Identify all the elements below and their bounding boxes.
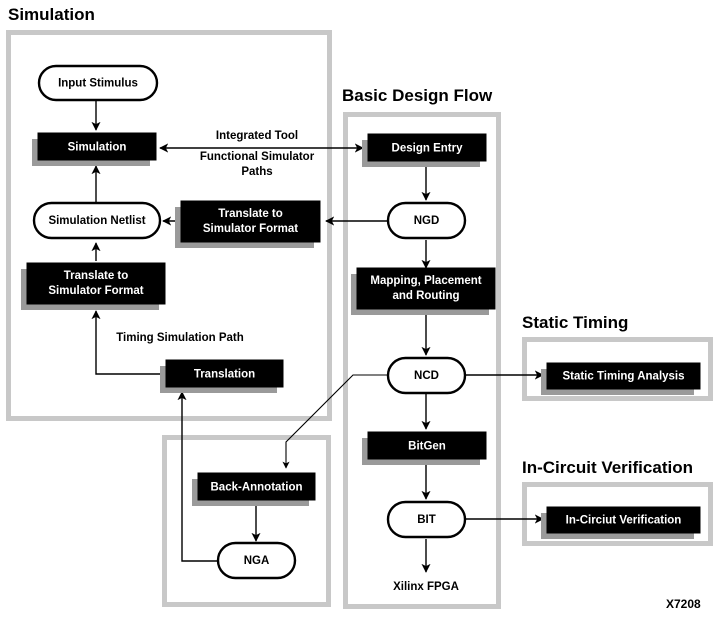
node-translate-sim-format-low-line2: Simulator Format <box>48 285 143 297</box>
group-basic-design-flow <box>343 112 501 609</box>
node-bit-label: BIT <box>417 514 436 526</box>
node-translation-label: Translation <box>194 369 255 381</box>
edge-nga-to-translation <box>177 391 217 562</box>
node-translate-sim-format-mid-line1: Translate to <box>218 208 283 220</box>
node-translate-sim-format-low[interactable]: Translate to Simulator Format <box>21 262 166 310</box>
node-bitgen-label: BitGen <box>408 441 446 453</box>
node-bit[interactable]: BIT <box>386 500 467 539</box>
edge-translation-to-translate-low <box>91 310 166 375</box>
node-mapping-line2: and Routing <box>392 290 459 302</box>
edge-ncd-to-back-annotation <box>282 374 387 469</box>
node-static-timing-analysis-label: Static Timing Analysis <box>562 371 684 383</box>
node-ncd[interactable]: NCD <box>386 356 467 395</box>
node-design-entry[interactable]: Design Entry <box>362 133 487 167</box>
edge-label-functional-simulator: Functional Simulator <box>200 151 315 163</box>
node-mapping-placement-routing[interactable]: Mapping, Placement and Routing <box>351 267 496 315</box>
node-translation[interactable]: Translation <box>160 359 284 393</box>
node-simulation-netlist[interactable]: Simulation Netlist <box>32 201 162 240</box>
node-translate-sim-format-mid-line2: Simulator Format <box>203 223 298 235</box>
node-translate-sim-format-low-line1: Translate to <box>64 270 129 282</box>
node-simulation-label: Simulation <box>68 142 127 154</box>
node-in-circuit-verification[interactable]: In-Circiut Verification <box>541 506 701 539</box>
terminal-label-xilinx-fpga: Xilinx FPGA <box>393 581 459 593</box>
group-basic-design-flow-title: Basic Design Flow <box>342 86 493 105</box>
edge-label-timing-simulation-path: Timing Simulation Path <box>116 332 244 344</box>
group-simulation-title: Simulation <box>8 5 95 24</box>
node-in-circuit-verification-label: In-Circiut Verification <box>566 515 682 527</box>
node-simulation-netlist-label: Simulation Netlist <box>48 215 145 227</box>
node-back-annotation[interactable]: Back-Annotation <box>192 472 316 506</box>
node-mapping-line1: Mapping, Placement <box>370 275 481 287</box>
node-ncd-label: NCD <box>414 370 439 382</box>
diagram-connectors <box>91 100 544 573</box>
group-in-circuit-verification-title: In-Circuit Verification <box>522 458 693 477</box>
node-ngd[interactable]: NGD <box>386 201 467 240</box>
group-static-timing-title: Static Timing <box>522 313 628 332</box>
node-nga[interactable]: NGA <box>216 541 297 580</box>
node-bitgen[interactable]: BitGen <box>362 431 487 465</box>
node-design-entry-label: Design Entry <box>392 143 464 155</box>
group-back-annotation <box>162 435 331 607</box>
node-back-annotation-label: Back-Annotation <box>211 482 303 494</box>
node-nga-label: NGA <box>244 555 270 567</box>
node-ngd-label: NGD <box>414 215 440 227</box>
edge-label-integrated-tool: Integrated Tool <box>216 130 298 142</box>
node-static-timing-analysis[interactable]: Static Timing Analysis <box>541 362 701 395</box>
diagram-corner-id: X7208 <box>666 597 701 611</box>
group-in-circuit-verification <box>522 482 713 546</box>
node-simulation[interactable]: Simulation <box>32 132 157 166</box>
edge-label-paths: Paths <box>241 166 272 178</box>
node-input-stimulus[interactable]: Input Stimulus <box>37 64 159 102</box>
node-input-stimulus-label: Input Stimulus <box>58 78 138 90</box>
node-translate-sim-format-mid[interactable]: Translate to Simulator Format <box>175 200 321 248</box>
